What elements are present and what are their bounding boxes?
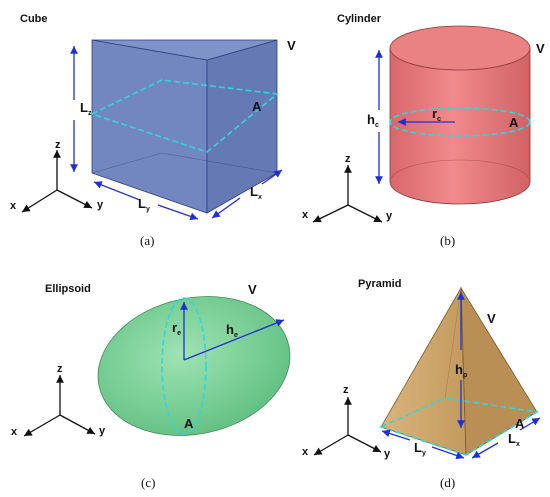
y-axis-label: y [386, 210, 393, 222]
ly-label: Ly [138, 196, 150, 213]
lz-label: Lz [80, 100, 92, 117]
lx-arrow [471, 442, 499, 459]
x-axis-label: x [302, 209, 309, 221]
z-axis-label: z [345, 153, 351, 165]
area-label: A [252, 99, 262, 114]
panel-title: Cylinder [337, 13, 382, 25]
lx-arrow-up [261, 169, 283, 185]
area-label: A [184, 416, 194, 431]
axes-triad: z x y [302, 384, 391, 460]
panel-caption: (c) [141, 475, 155, 490]
ly-arrow-right [157, 204, 199, 221]
cross-section-area [89, 79, 279, 153]
z-axis-label: z [55, 139, 61, 151]
z-axis-label: z [57, 363, 63, 375]
cross-section-area [389, 107, 531, 137]
x-axis-label: x [11, 426, 18, 438]
panel-ellipsoid: Ellipsoid V A re he z x y (c) [11, 282, 291, 490]
height-arrow [183, 319, 285, 361]
x-axis-label: x [10, 200, 17, 212]
panel-caption: (b) [440, 233, 455, 248]
radius-label: rc [432, 106, 441, 123]
panel-cube: Cube V A Lz Ly Lx [10, 13, 296, 248]
y-axis-label: y [97, 199, 104, 211]
ly-arrow [93, 181, 141, 201]
volume-label: V [287, 38, 296, 53]
area-label: A [515, 416, 525, 431]
x-axis-label: x [302, 446, 309, 458]
cross-section-area [378, 397, 540, 456]
panel-cylinder: Cylinder V A rc hc z x y (b) [302, 13, 545, 248]
cross-section-area [161, 297, 207, 435]
axes-triad: z x y [10, 139, 104, 213]
area-label: A [509, 115, 519, 130]
lx-label: Lx [508, 431, 520, 448]
panel-caption: (d) [440, 475, 455, 490]
axes-triad: z x y [302, 153, 393, 223]
axes-triad: z x y [11, 363, 106, 438]
y-axis-label: y [99, 425, 106, 437]
volume-label: V [536, 41, 545, 56]
panel-caption: (a) [140, 233, 154, 248]
ly-label: Ly [414, 440, 426, 457]
panel-title: Ellipsoid [45, 283, 91, 295]
height-label: hp [455, 362, 467, 379]
volume-label: V [487, 311, 496, 326]
panel-pyramid: Pyramid V A hp Ly Lx z x y (d) [302, 278, 541, 490]
ly-arrow-right [431, 446, 465, 460]
pyramid-shape [380, 286, 538, 456]
height-label: hc [367, 112, 379, 129]
radius-label: re [172, 320, 181, 337]
volume-label: V [248, 282, 257, 297]
z-axis-label: z [343, 384, 349, 396]
lx-label: Lx [250, 184, 262, 201]
y-axis-label: y [384, 448, 391, 460]
height-label: he [226, 322, 238, 339]
panel-title: Cube [20, 13, 48, 25]
panel-title: Pyramid [358, 278, 401, 290]
lx-arrow [211, 197, 241, 219]
cylinder-shape [389, 25, 531, 205]
lx-arrow-up [519, 417, 541, 431]
ly-arrow [381, 429, 411, 441]
cube-shape [91, 39, 278, 214]
